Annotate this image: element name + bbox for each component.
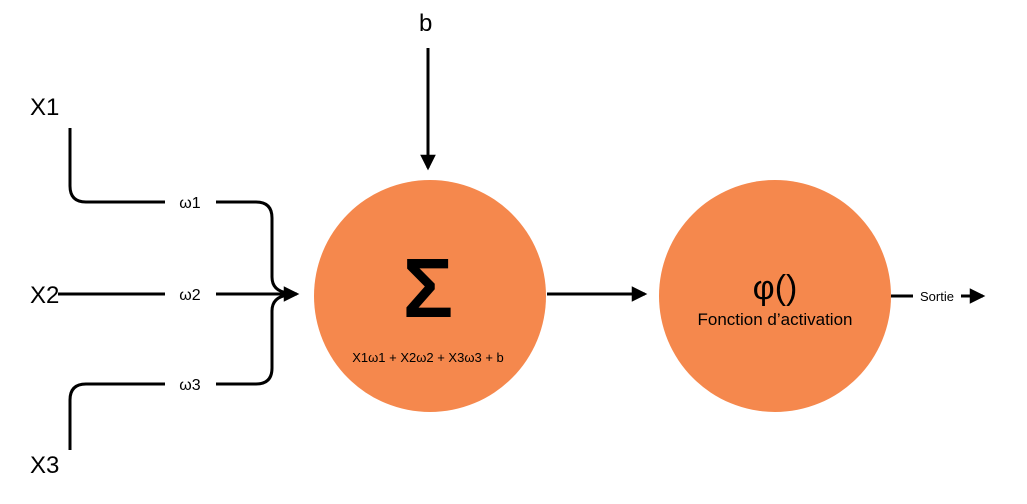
activation-label: Fonction d’activation [698,310,853,329]
input-label-x1: X1 [30,94,59,121]
weight-label-w2: ω2 [179,287,200,304]
bias-label: b [419,10,432,37]
activation-node-circle [659,180,891,412]
weight-label-w3: ω3 [179,377,200,394]
sum-formula: X1ω1 + X2ω2 + X3ω3 + b [352,350,504,365]
activation-symbol: φ() [753,269,798,307]
input-label-x2: X2 [30,282,59,309]
weight-label-w1: ω1 [179,195,200,212]
input-line-x1-segment1 [68,128,165,204]
input-label-x3: X3 [30,452,59,479]
sum-node-circle [314,180,546,412]
output-label: Sortie [920,289,954,304]
input-line-x1-segment2 [216,200,289,295]
input-line-x3-segment1 [68,382,165,450]
input-line-x3-segment2 [216,293,289,386]
sum-symbol: Σ [403,241,453,335]
